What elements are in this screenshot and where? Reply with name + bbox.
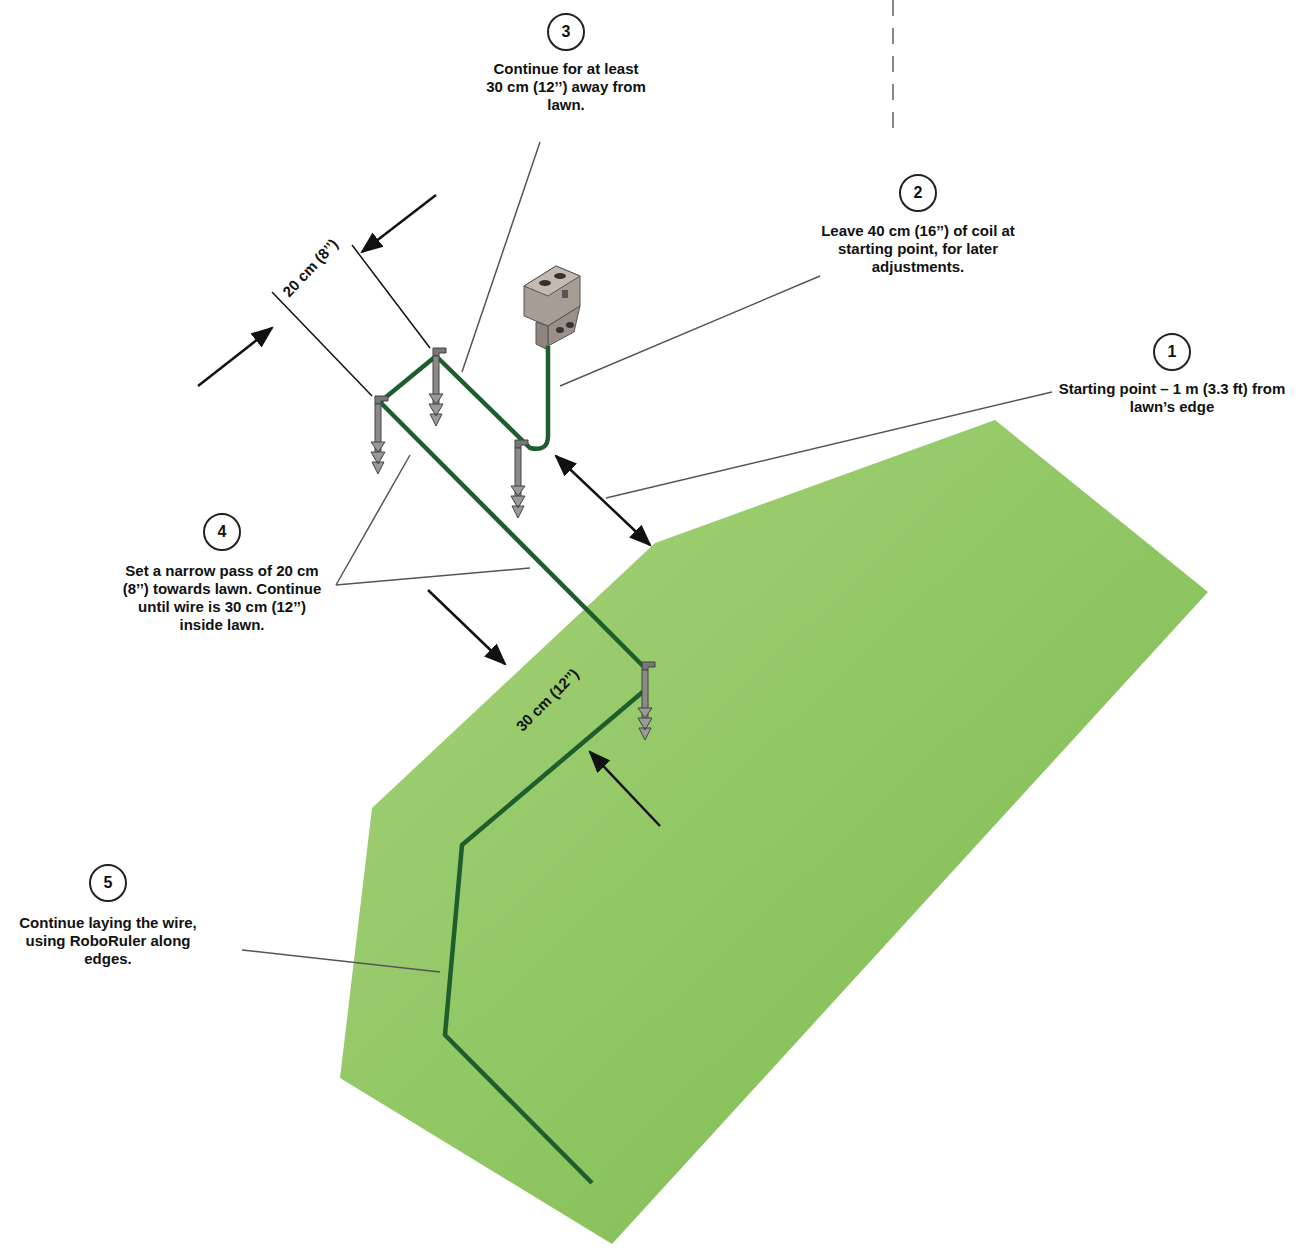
pointer-arrow [428, 590, 505, 664]
callout-circle: 4 [203, 513, 241, 551]
step-note: Continue laying the wire, using RoboRule… [8, 914, 208, 968]
dimension-label: 20 cm (8’’) [279, 235, 342, 301]
leader-line [242, 142, 1052, 972]
boundary-wire [380, 346, 645, 1183]
wire-peg [638, 662, 655, 740]
callout-circle: 3 [547, 13, 585, 51]
callout-number: 3 [562, 23, 571, 41]
distance-arrow [556, 456, 650, 545]
step-note: Set a narrow pass of 20 cm (8’’) towards… [117, 562, 327, 634]
dimension-20cm [198, 195, 436, 396]
callout-circle: 5 [89, 864, 127, 902]
step-note: Leave 40 cm (16’’) of coil at starting p… [803, 222, 1033, 276]
dashed-line [892, 0, 894, 135]
callout-circle: 1 [1153, 333, 1191, 371]
step-note: Starting point – 1 m (3.3 ft) from lawn’… [1047, 380, 1297, 416]
wire-peg [429, 348, 446, 426]
wire-peg [371, 396, 388, 474]
callout-number: 1 [1168, 343, 1177, 361]
callout-number: 4 [218, 523, 227, 541]
callout-number: 5 [104, 874, 113, 892]
wire-peg [511, 440, 528, 518]
callout-number: 2 [914, 184, 923, 202]
callout-circle: 2 [899, 174, 937, 212]
pointer-arrow [590, 752, 660, 826]
step-note: Continue for at least 30 cm (12’’) away … [486, 60, 646, 114]
charging-station [524, 266, 580, 350]
lawn [340, 420, 1208, 1244]
